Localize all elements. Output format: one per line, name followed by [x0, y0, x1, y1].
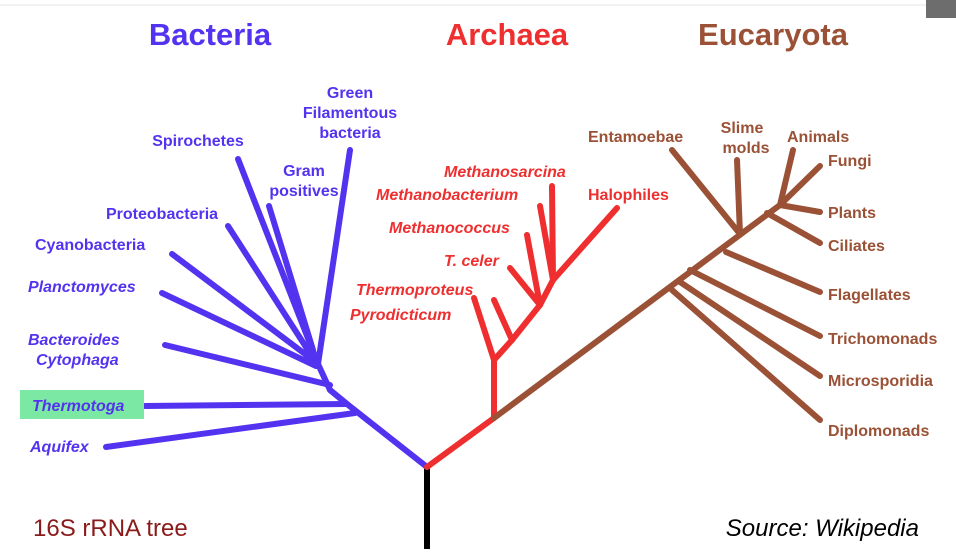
label-aquifex: Aquifex: [29, 439, 90, 456]
label-slime-molds-line2: molds: [722, 140, 769, 157]
label-methanobacterium: Methanobacterium: [376, 187, 518, 204]
label-green-filamentous-line3: bacteria: [319, 125, 380, 142]
branch-thermoproteus: [494, 300, 512, 340]
label-microsporidia: Microsporidia: [828, 373, 933, 390]
label-green-filamentous-line1: Green: [327, 85, 373, 102]
label-animals: Animals: [787, 129, 849, 146]
label-flagellates: Flagellates: [828, 287, 911, 304]
caption-16s-rrna-tree: 16S rRNA tree: [33, 515, 188, 542]
title-eucaryota: Eucaryota: [698, 17, 849, 52]
branch-slime-molds: [737, 160, 740, 234]
label-proteobacteria: Proteobacteria: [106, 206, 218, 223]
bacteria-trunk: [347, 404, 427, 467]
label-plants: Plants: [828, 205, 876, 222]
eucaryota-labels: Entamoebae Slime molds Animals Fungi Pla…: [588, 120, 937, 440]
branch-methanosarcina: [552, 186, 553, 280]
branch-halophiles: [553, 208, 617, 280]
label-bacteroides-line1: Bacteroides: [28, 332, 120, 349]
archaea-trunk: [427, 418, 494, 467]
label-pyrodicticum: Pyrodicticum: [350, 307, 451, 324]
branch-flagellates: [726, 252, 820, 292]
label-cyanobacteria: Cyanobacteria: [35, 237, 145, 254]
branch-entamoebae: [672, 150, 740, 234]
label-t-celer: T. celer: [444, 253, 500, 270]
branch-pyrodicticum: [474, 298, 494, 360]
label-thermotoga: Thermotoga: [32, 398, 125, 415]
label-methanococcus: Methanococcus: [389, 220, 510, 237]
label-diplomonads: Diplomonads: [828, 423, 929, 440]
archaea-upper-stem: [494, 340, 512, 360]
title-archaea: Archaea: [446, 17, 569, 52]
caption-source: Source: Wikipedia: [726, 515, 919, 542]
branch-thermotoga: [145, 404, 347, 406]
branch-ciliates: [767, 213, 820, 243]
label-trichomonads: Trichomonads: [828, 331, 937, 348]
label-halophiles: Halophiles: [588, 187, 669, 204]
label-spirochetes: Spirochetes: [152, 133, 244, 150]
label-bacteroides-line2: Cytophaga: [36, 352, 119, 369]
branch-diplomonads: [672, 290, 820, 420]
corner-image-fragment: [926, 0, 956, 18]
archaea-top-stem: [540, 280, 553, 305]
title-bacteria: Bacteria: [149, 17, 272, 52]
label-fungi: Fungi: [828, 153, 872, 170]
label-gram-positives-line2: positives: [269, 183, 338, 200]
label-green-filamentous-line2: Filamentous: [303, 105, 397, 122]
archaea-labels: Methanosarcina Methanobacterium Halophil…: [350, 164, 669, 324]
label-slime-molds-line1: Slime: [721, 120, 764, 137]
label-ciliates: Ciliates: [828, 238, 885, 255]
label-planctomyces: Planctomyces: [28, 279, 136, 296]
label-methanosarcina: Methanosarcina: [444, 164, 566, 181]
label-entamoebae: Entamoebae: [588, 129, 683, 146]
branch-plants: [780, 205, 820, 212]
archaea-mid-stem: [512, 305, 540, 340]
label-thermoproteus: Thermoproteus: [356, 282, 473, 299]
label-gram-positives-line1: Gram: [283, 163, 325, 180]
